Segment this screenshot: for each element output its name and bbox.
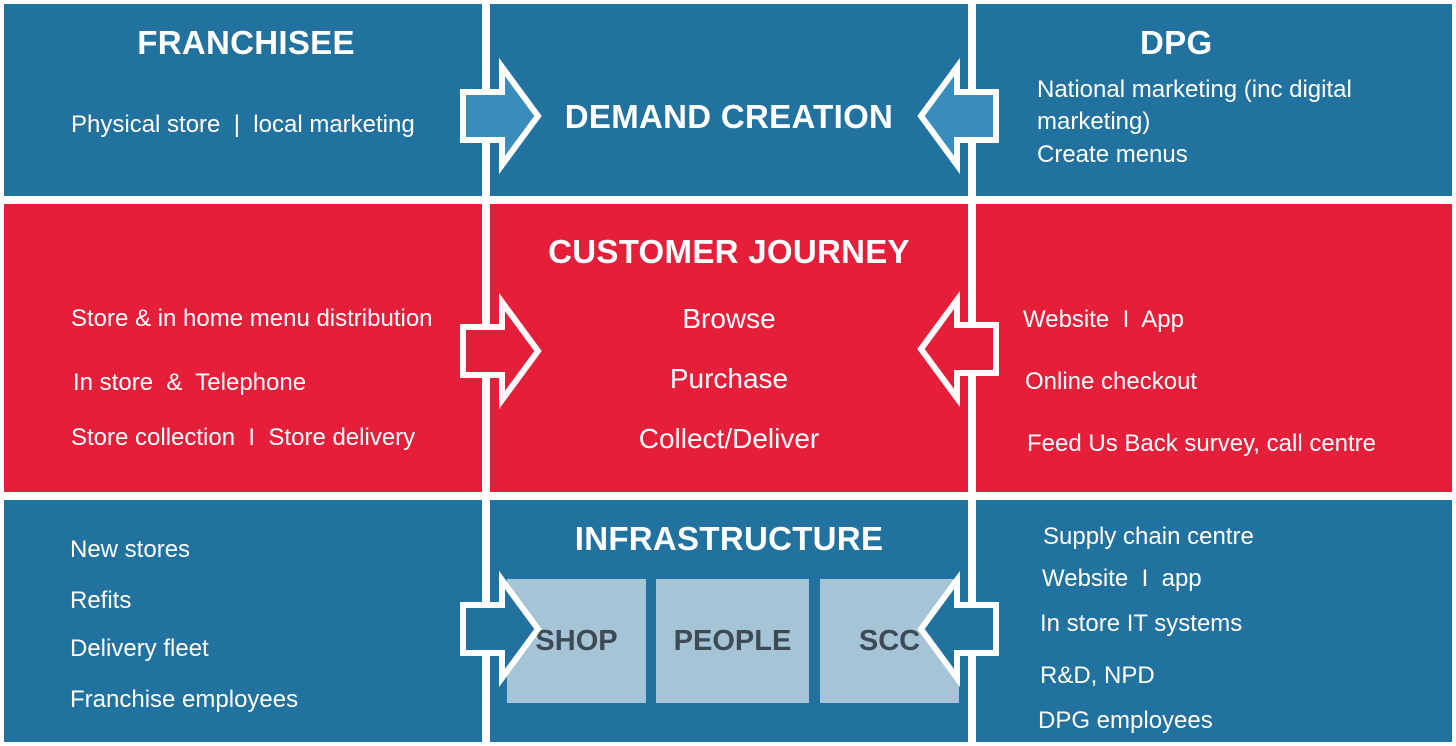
- dpg-journey-line: Website I App: [1023, 306, 1184, 333]
- left-arrow-icon: [917, 570, 999, 688]
- dpg-infrastructure-line: In store IT systems: [1040, 610, 1243, 637]
- franchisee-journey-line: Store & in home menu distribution: [71, 305, 433, 332]
- dpg-infrastructure-line: Website I app: [1042, 565, 1202, 592]
- customer-journey-title: CUSTOMER JOURNEY: [548, 233, 910, 270]
- dpg-infrastructure-cell: Supply chain centre Website I app In sto…: [976, 500, 1452, 742]
- dpg-infrastructure-line: R&D, NPD: [1040, 662, 1155, 689]
- dpg-demand-line: National marketing (inc digital: [1037, 76, 1352, 103]
- customer-journey-cell: CUSTOMER JOURNEY Browse Purchase Collect…: [490, 204, 968, 492]
- dpg-journey-cell: Website I App Online checkout Feed Us Ba…: [976, 204, 1452, 492]
- franchisee-infrastructure-line: Refits: [70, 587, 132, 614]
- right-arrow-icon: [460, 57, 542, 175]
- franchisee-title: FRANCHISEE: [137, 24, 355, 61]
- right-arrow-icon: [460, 570, 542, 688]
- franchisee-journey-line: Store collection I Store delivery: [71, 424, 416, 451]
- franchisee-infrastructure-line: Franchise employees: [70, 686, 299, 713]
- journey-step: Purchase: [669, 363, 789, 394]
- dpg-demand-line: Create menus: [1037, 141, 1188, 168]
- dpg-journey-line: Online checkout: [1025, 368, 1198, 395]
- left-arrow-icon: [917, 57, 999, 175]
- demand-creation-title: DEMAND CREATION: [564, 98, 894, 135]
- people-box: PEOPLE: [656, 579, 809, 703]
- franchisee-infrastructure-line: Delivery fleet: [70, 635, 209, 662]
- dpg-infrastructure-line: Supply chain centre: [1043, 523, 1254, 550]
- left-arrow-icon: [917, 290, 999, 408]
- journey-step: Browse: [682, 303, 776, 334]
- franchisee-infrastructure-line: New stores: [70, 536, 191, 563]
- dpg-demand-line: marketing): [1037, 108, 1151, 135]
- dpg-demand-cell: DPG National marketing (inc digital mark…: [976, 4, 1452, 196]
- journey-step: Collect/Deliver: [638, 423, 820, 454]
- franchisee-infrastructure-cell: New stores Refits Delivery fleet Franchi…: [4, 500, 482, 742]
- infrastructure-cell: INFRASTRUCTURE SHOP PEOPLE SCC: [490, 500, 968, 742]
- franchisee-journey-cell: Store & in home menu distribution In sto…: [4, 204, 482, 492]
- right-arrow-icon: [460, 292, 542, 410]
- franchisee-journey-line: In store & Telephone: [73, 369, 307, 396]
- demand-creation-cell: DEMAND CREATION: [490, 4, 968, 196]
- dpg-infrastructure-line: DPG employees: [1038, 707, 1213, 734]
- dpg-title: DPG: [1140, 24, 1213, 61]
- infrastructure-title: INFRASTRUCTURE: [574, 520, 884, 557]
- franchisee-demand-text: Physical store | local marketing: [71, 111, 415, 138]
- franchisee-demand-cell: FRANCHISEE Physical store | local market…: [4, 4, 482, 196]
- dpg-journey-line: Feed Us Back survey, call centre: [1027, 430, 1377, 457]
